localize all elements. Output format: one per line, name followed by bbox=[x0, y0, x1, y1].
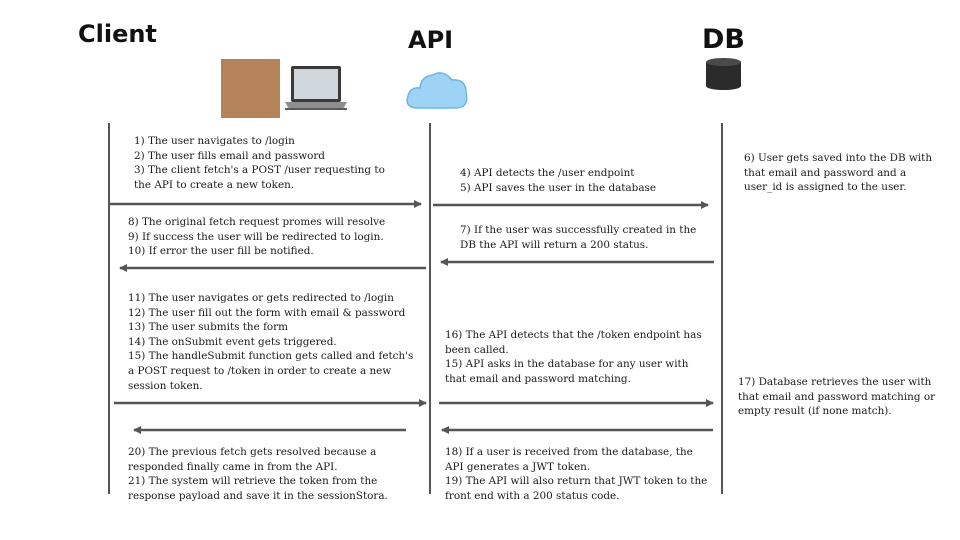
note-steps-16-15: 16) The API detects that the /token endp… bbox=[445, 329, 702, 385]
cloud-icon bbox=[406, 72, 468, 109]
api-title: API bbox=[408, 26, 454, 54]
note-steps-18-19: 18) If a user is received from the datab… bbox=[445, 446, 708, 502]
db-title: DB bbox=[702, 24, 745, 55]
note-steps-11-15: 11) The user navigates or gets redirecte… bbox=[128, 292, 414, 392]
note-steps-8-10: 8) The original fetch request promes wil… bbox=[128, 216, 386, 258]
laptop-icon bbox=[285, 66, 347, 110]
note-steps-4-5: 4) API detects the /user endpoint 5) API… bbox=[460, 167, 656, 194]
note-step-6: 6) User gets saved into the DB with that… bbox=[744, 152, 933, 194]
note-step-17: 17) Database retrieves the user with tha… bbox=[738, 376, 936, 418]
note-steps-20-21: 20) The previous fetch gets resolved bec… bbox=[128, 446, 388, 502]
note-steps-1-3: 1) The user navigates to /login 2) The u… bbox=[134, 135, 385, 191]
box-icon bbox=[221, 59, 280, 118]
client-title: Client bbox=[78, 20, 157, 48]
database-icon bbox=[706, 58, 741, 90]
note-step-7: 7) If the user was successfully created … bbox=[460, 224, 697, 251]
